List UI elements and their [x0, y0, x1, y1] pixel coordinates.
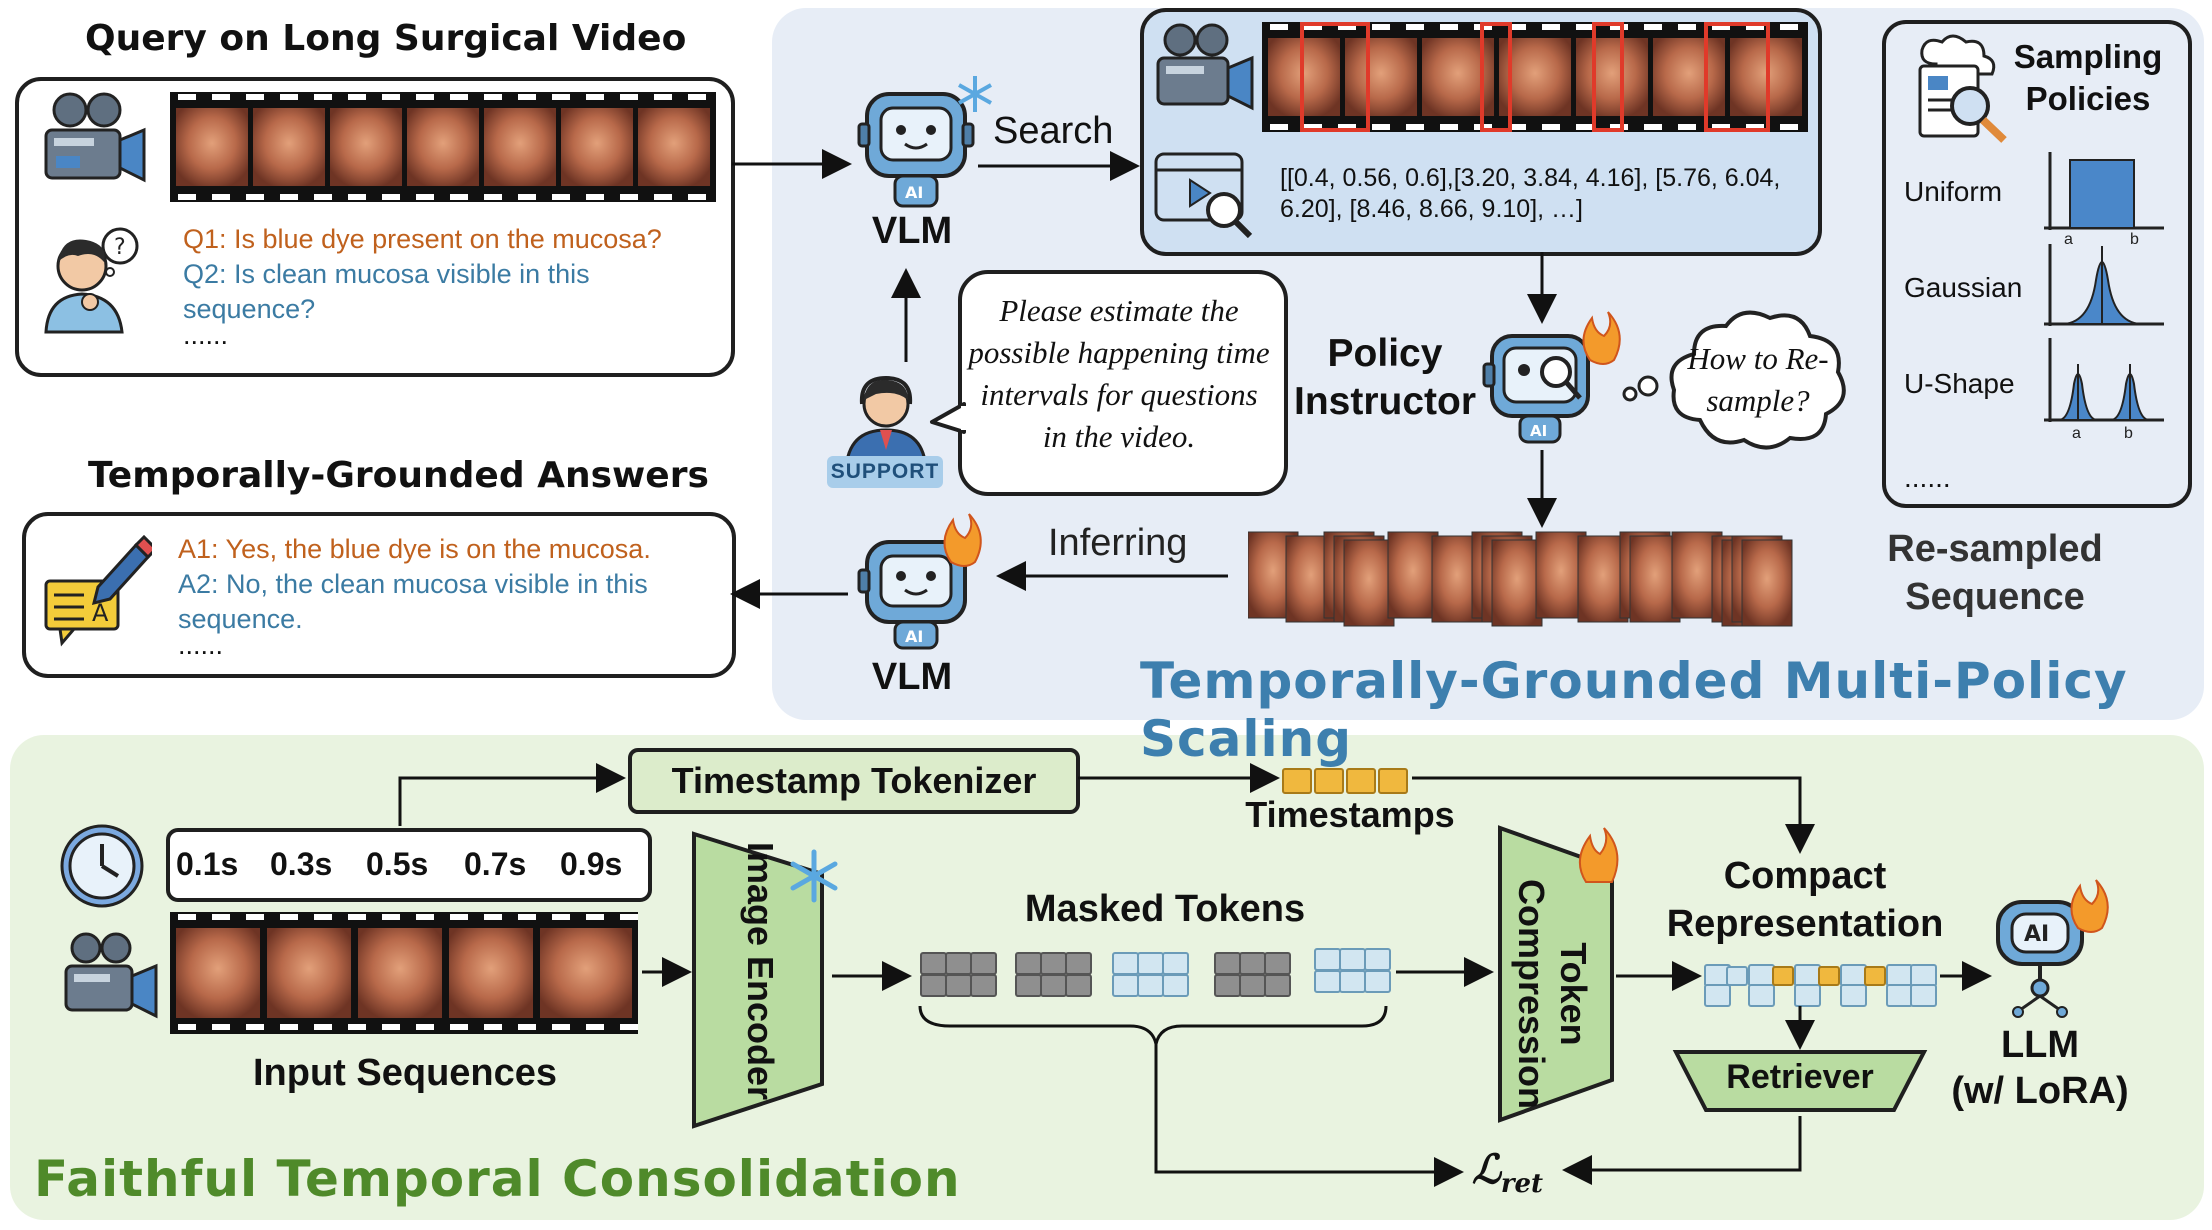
image-encoder-block: [692, 831, 824, 1129]
thought-text: How to Re-sample?: [1687, 341, 1829, 418]
svg-text:AI: AI: [2024, 922, 2049, 947]
snowflake-icon: [790, 849, 838, 903]
timestamp-token: [1346, 768, 1376, 794]
svg-text:A: A: [92, 599, 109, 627]
uniform-distribution-plot: a b: [2044, 152, 2164, 244]
policy-ushape-label: U-Shape: [1904, 368, 2015, 399]
answer-2: A2: No, the clean mucosa visible in this…: [178, 569, 648, 634]
vlm-robot-icon-2: AI: [857, 513, 982, 650]
question-2: Q2: Is clean mucosa visible in this sequ…: [183, 259, 590, 324]
query-title: Query on Long Surgical Video: [85, 18, 687, 59]
answers-box: [22, 512, 736, 678]
answers-title: Temporally-Grounded Answers: [88, 455, 709, 496]
policy-gaussian-label: Gaussian: [1904, 272, 2023, 303]
document-search-icon: [1918, 34, 2007, 143]
snowflake-icon: [958, 76, 992, 112]
policy-instructor-robot-icon: AI: [1482, 311, 1621, 444]
time-values-box: [166, 828, 652, 902]
search-label: Search: [993, 110, 1114, 152]
llm-lora-label: (w/ LoRA): [1951, 1070, 2129, 1112]
surgical-video-filmstrip: [170, 92, 716, 202]
clock-icon: [60, 824, 144, 908]
llm-label: LLM: [2000, 1024, 2080, 1066]
svg-text:AI: AI: [905, 183, 923, 202]
vlm-robot-icon: AI: [857, 76, 992, 208]
time-value: 0.9s: [560, 846, 623, 882]
policy-uniform-label: Uniform: [1904, 176, 2003, 207]
masked-tokens-label: Masked Tokens: [1024, 888, 1306, 930]
bubble-tail: [930, 402, 968, 434]
timestamp-token: [1314, 768, 1344, 794]
gaussian-distribution-plot: [2044, 244, 2164, 326]
flame-icon: [943, 513, 982, 567]
video-camera-icon: [44, 92, 146, 183]
input-sequences-label: Input Sequences: [252, 1052, 558, 1094]
flame-icon: [2070, 879, 2109, 933]
flame-icon: [1579, 827, 1619, 883]
temporal-consolidation-title: Faithful Temporal Consolidation: [34, 1150, 961, 1208]
sampling-policies-title: Sampling Policies: [2013, 38, 2163, 117]
policy-ellipsis: ......: [1904, 462, 1951, 493]
search-filmstrip: [1262, 22, 1808, 132]
time-value: 0.7s: [464, 846, 527, 882]
svg-text:b: b: [2124, 425, 2133, 442]
video-camera-icon-3: [64, 932, 158, 1019]
support-badge: SUPPORT: [827, 456, 943, 488]
prompt-text: Please estimate the possible happening t…: [968, 293, 1270, 454]
grounding-boxes: [1300, 22, 1770, 132]
svg-text:a: a: [2072, 425, 2081, 442]
time-value: 0.1s: [176, 846, 239, 882]
answer-ellipsis: ......: [178, 630, 224, 660]
image-encoder-label: Image Encoder: [740, 841, 781, 1101]
answer-note-icon: A: [44, 535, 152, 647]
timestamp-token: [1378, 768, 1408, 794]
time-intervals-text: [[0.4, 0.56, 0.6],[3.20, 3.84, 4.16], [5…: [1280, 164, 1781, 223]
support-agent-icon: [844, 375, 928, 470]
policy-instructor-label: Policy Instructor: [1293, 332, 1476, 423]
resampled-sequence-frames: [1248, 531, 1793, 627]
time-value: 0.3s: [270, 846, 333, 882]
question-ellipsis: ......: [183, 320, 229, 350]
compact-representation-label: Compact Representation: [1666, 855, 1944, 945]
svg-text:b: b: [2130, 231, 2139, 244]
flame-icon: [1582, 311, 1621, 365]
timestamp-tokenizer-box: Timestamp Tokenizer: [628, 748, 1080, 814]
thought-cloud: [1669, 310, 1846, 450]
video-search-icon: [1154, 152, 1253, 238]
token-compression-label: Token Compression: [1511, 878, 1594, 1110]
token-compression-block: [1498, 825, 1614, 1123]
multi-policy-title: Temporally-Grounded Multi-Policy Scaling: [1140, 652, 2128, 768]
prompt-bubble: [958, 270, 1288, 496]
time-value: 0.5s: [366, 846, 429, 882]
question-1: Q1: Is blue dye present on the mucosa?: [183, 224, 662, 254]
input-sequence-filmstrip: [170, 912, 638, 1034]
llm-robot-icon: AI: [1996, 879, 2109, 1018]
resampled-sequence-label: Re-sampled Sequence: [1887, 528, 2103, 618]
svg-text:?: ?: [114, 235, 126, 260]
thinking-person-icon: ?: [44, 227, 139, 334]
svg-text:a: a: [2064, 231, 2073, 244]
answer-1: A1: Yes, the blue dye is on the mucosa.: [178, 534, 651, 564]
svg-text:AI: AI: [1530, 422, 1547, 440]
thought-dots: [1622, 375, 1659, 402]
timestamps-label: Timestamps: [1245, 794, 1455, 835]
inferring-label: Inferring: [1048, 522, 1188, 564]
vlm-label-bottom: VLM: [871, 656, 953, 698]
video-camera-icon-2: [1156, 23, 1254, 111]
retriever-label: Retriever: [1726, 1058, 1874, 1096]
svg-text:AI: AI: [905, 627, 923, 646]
retriever-block: [1672, 1050, 1928, 1112]
ushape-distribution-plot: a b: [2044, 338, 2164, 442]
vlm-label-top: VLM: [871, 210, 953, 252]
retrieval-loss: ℒret: [1472, 1146, 1544, 1199]
timestamp-token: [1282, 768, 1312, 794]
